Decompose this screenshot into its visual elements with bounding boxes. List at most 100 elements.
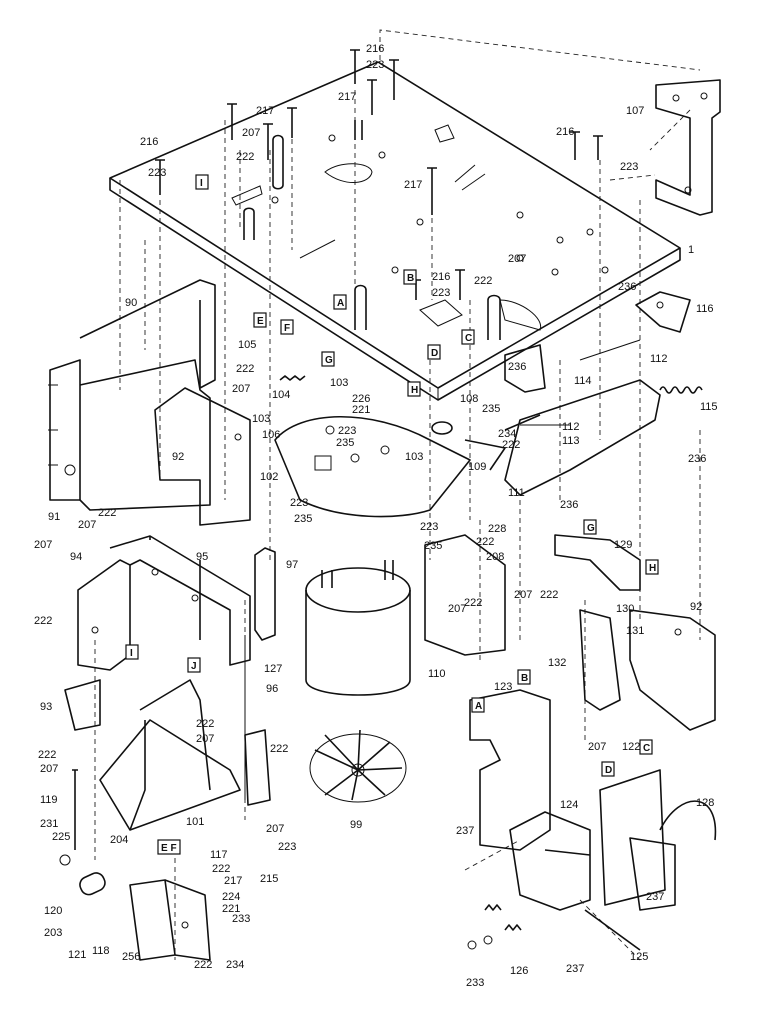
callout-112: 112 [650,353,668,365]
callout-208: 208 [486,551,504,563]
bracket-96 [244,729,271,806]
bracket-94 [77,559,131,671]
callout-222: 222 [540,589,558,601]
bracket-90 [48,279,216,511]
callout-125: 125 [630,951,648,963]
callout-92: 92 [690,601,702,613]
svg-text:A: A [475,701,482,712]
tag-D: D [601,761,615,777]
callout-222: 222 [236,363,254,375]
callout-236: 236 [560,499,578,511]
bracket-92-right [629,609,716,731]
callout-120: 120 [44,905,62,917]
callout-121: 121 [68,949,86,961]
callout-130: 130 [616,603,634,615]
tag-G: G [321,351,335,367]
callout-207: 207 [34,539,52,551]
tag-B: B [517,669,531,685]
callout-104: 104 [272,389,290,401]
callout-222: 222 [196,718,214,730]
callout-207: 207 [514,589,532,601]
callout-223: 223 [148,167,166,179]
wire-128 [659,800,717,841]
callout-116: 116 [696,303,714,315]
callout-233: 233 [466,977,484,989]
bracket-123 [469,689,551,851]
springs-126 [467,904,522,950]
callout-223: 223 [290,497,308,509]
callout-207: 207 [232,383,250,395]
callout-222: 222 [194,959,212,971]
callout-223: 223 [366,59,384,71]
svg-text:G: G [587,523,595,534]
svg-text:B: B [407,273,414,284]
tag-C: C [461,329,475,345]
callout-108: 108 [460,393,478,405]
svg-text:A: A [337,298,344,309]
callout-221: 221 [352,404,370,416]
svg-text:F: F [284,323,290,334]
callout-97: 97 [286,559,298,571]
callout-222: 222 [476,536,494,548]
svg-text:I: I [200,178,203,189]
callout-215: 215 [260,873,278,885]
callout-122: 122 [622,741,640,753]
bracket-116 [635,291,691,333]
callout-203: 203 [44,927,62,939]
callout-234: 234 [226,959,244,971]
base-101 [64,679,241,831]
callout-91: 91 [48,511,60,523]
callout-236: 236 [688,453,706,465]
callout-237: 237 [646,891,664,903]
callout-207: 207 [448,603,466,615]
callout-102: 102 [260,471,278,483]
callout-222: 222 [464,597,482,609]
svg-text:H: H [411,385,418,396]
callout-217: 217 [224,875,242,887]
tag-F: F [280,319,294,335]
letter-tags: A A B B C C D D E F E F G G H H I I J [125,174,659,855]
callout-225: 225 [52,831,70,843]
rod-119 [59,769,78,866]
motor-97 [305,560,411,696]
callout-103: 103 [252,413,270,425]
bracket-129 [554,534,641,591]
roller-120 [79,872,106,896]
svg-text:E: E [257,316,264,327]
callout-233: 233 [232,913,250,925]
callout-204: 204 [110,834,128,846]
fan-99 [309,729,407,803]
callout-217: 217 [256,105,274,117]
callout-235: 235 [294,513,312,525]
svg-text:J: J [191,661,197,672]
tag-H: H [407,381,421,397]
spring-104 [279,375,306,381]
callout-235: 235 [336,437,354,449]
callout-222: 222 [270,743,288,755]
tag-J: J [187,657,201,673]
callout-103: 103 [405,451,423,463]
callout-222: 222 [38,749,56,761]
callout-111: 111 [508,487,525,499]
callout-128: 128 [696,797,714,809]
plate-standoffs [243,120,501,340]
callout-101: 101 [186,816,204,828]
callout-236: 236 [508,361,526,373]
callout-234: 234 [498,428,516,440]
callout-221: 221 [222,903,240,915]
callout-114: 114 [574,375,592,387]
bracket-131 [579,609,621,711]
callout-96: 96 [266,683,278,695]
callout-216: 216 [140,136,158,148]
shaft-125 [584,909,641,951]
tag-EF: E F [157,839,181,855]
callout-103: 103 [330,377,348,389]
part-110 [424,534,506,656]
callout-207: 207 [196,733,214,745]
callout-127: 127 [264,663,282,675]
chassis-plate [109,61,681,401]
svg-text:B: B [521,673,528,684]
svg-text:H: H [649,563,656,574]
bracket-107 [655,79,721,216]
